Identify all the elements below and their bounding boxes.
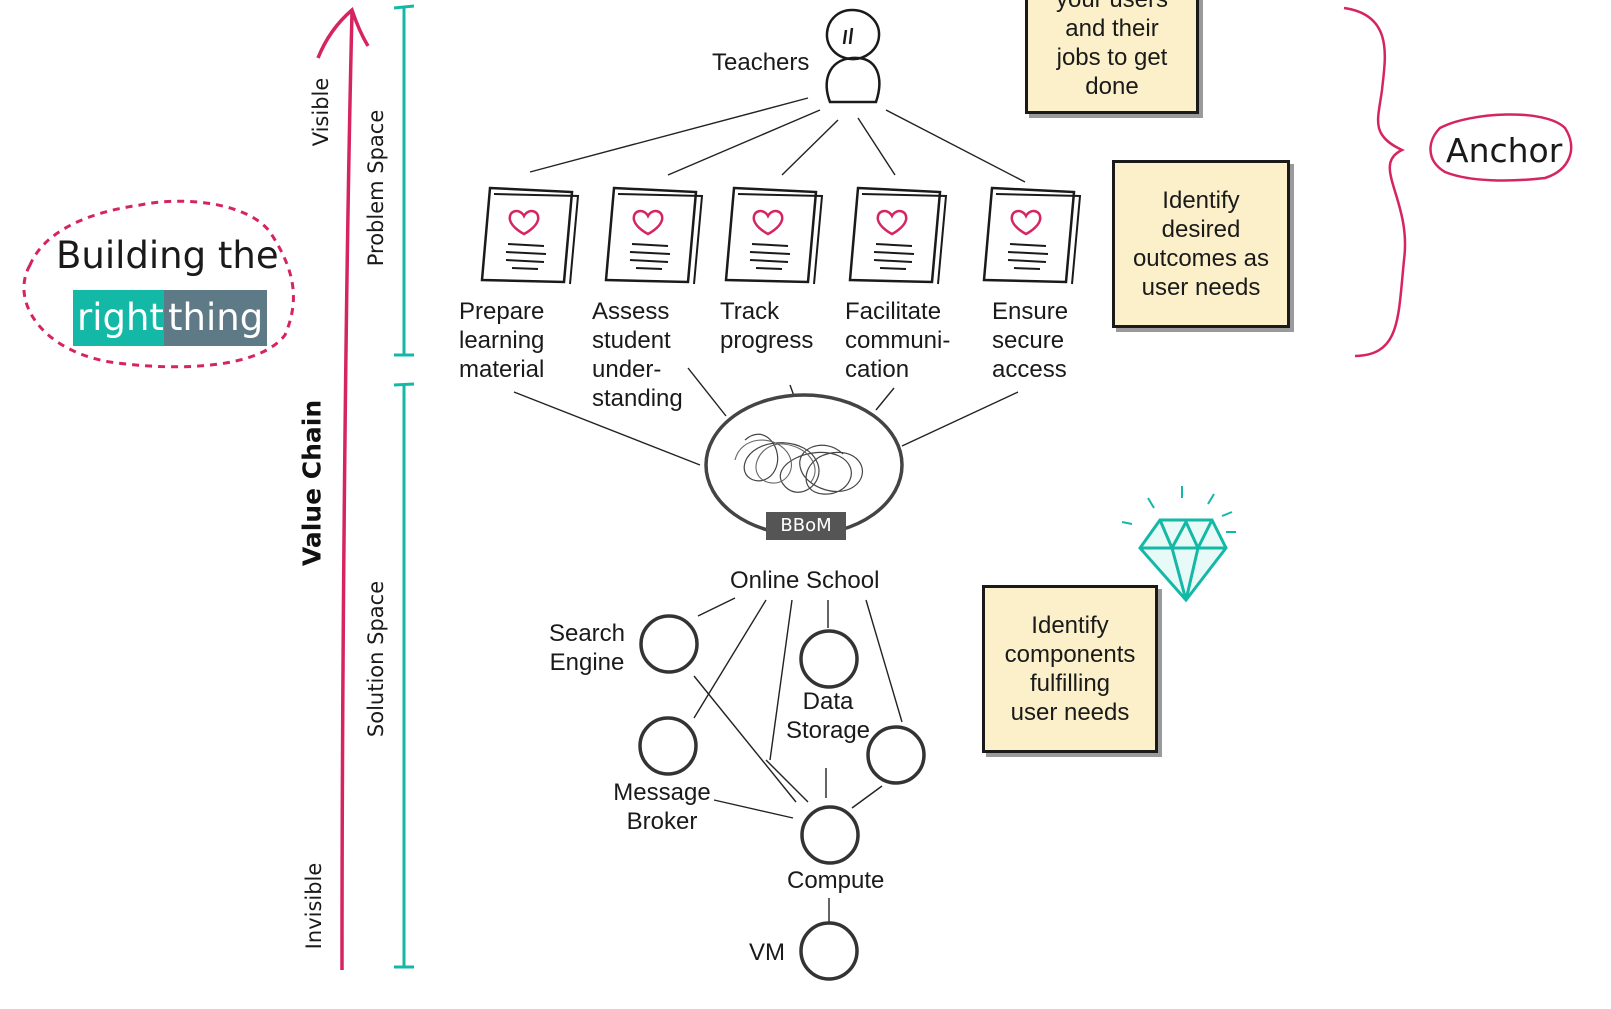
user-need-links — [529, 97, 1026, 183]
data-storage-label: Data Storage — [785, 688, 871, 744]
online-school-node — [704, 393, 904, 537]
vm-node — [799, 921, 859, 981]
need-label: Prepare learning material — [459, 298, 545, 383]
invisible-label: Invisible — [302, 862, 326, 950]
diamond-icon — [1121, 486, 1236, 603]
need-label: Track progress — [720, 298, 814, 354]
building-title: Building the — [56, 234, 279, 277]
anchor-brace — [1343, 6, 1407, 358]
search-engine-label: Search Engine — [548, 620, 626, 676]
solution-space-label: Solution Space — [364, 580, 388, 738]
message-broker-label: Message Broker — [613, 779, 711, 835]
need-system-links — [513, 367, 1019, 466]
component-links — [693, 597, 903, 922]
search-engine-node — [639, 614, 699, 674]
compute-node — [800, 805, 860, 865]
components-sticky-note: Identify components fulfilling user need… — [982, 585, 1158, 753]
need-label: Ensure secure access — [992, 298, 1069, 383]
need-document-icon — [982, 186, 1082, 286]
teachers-label: Teachers — [712, 49, 810, 76]
bbom-badge: BBoM — [766, 512, 846, 540]
problem-space-bracket — [393, 4, 415, 357]
right-chip: right — [73, 290, 168, 346]
online-school-label: Online School — [730, 567, 880, 594]
message-broker-node — [638, 716, 698, 776]
building-cloud — [22, 199, 295, 369]
data-storage-node — [799, 629, 859, 689]
compute-label: Compute — [787, 867, 885, 894]
anchor-label: Anchor — [1446, 131, 1563, 170]
teachers-figure-icon — [825, 8, 881, 104]
value-chain-label: Value Chain — [297, 399, 327, 567]
need-label: Facilitate communi- cation — [845, 298, 951, 383]
need-document-icon — [480, 186, 580, 286]
problem-space-label: Problem Space — [364, 109, 388, 267]
outcomes-sticky-note: Identify desired outcomes as user needs — [1112, 160, 1290, 328]
thing-chip: thing — [164, 290, 268, 346]
anchor-outline — [1429, 113, 1573, 182]
solution-space-bracket — [393, 382, 415, 969]
need-document-icon — [848, 186, 948, 286]
need-document-icon — [724, 186, 824, 286]
visible-label: Visible — [309, 77, 333, 147]
value-chain-arrow — [316, 6, 370, 971]
need-label: Assess student under- standing — [592, 298, 683, 412]
unlabeled-component-node — [866, 725, 926, 785]
users-sticky-note: your users and their jobs to get done — [1025, 0, 1199, 114]
vm-label: VM — [749, 939, 785, 966]
need-document-icon — [604, 186, 704, 286]
